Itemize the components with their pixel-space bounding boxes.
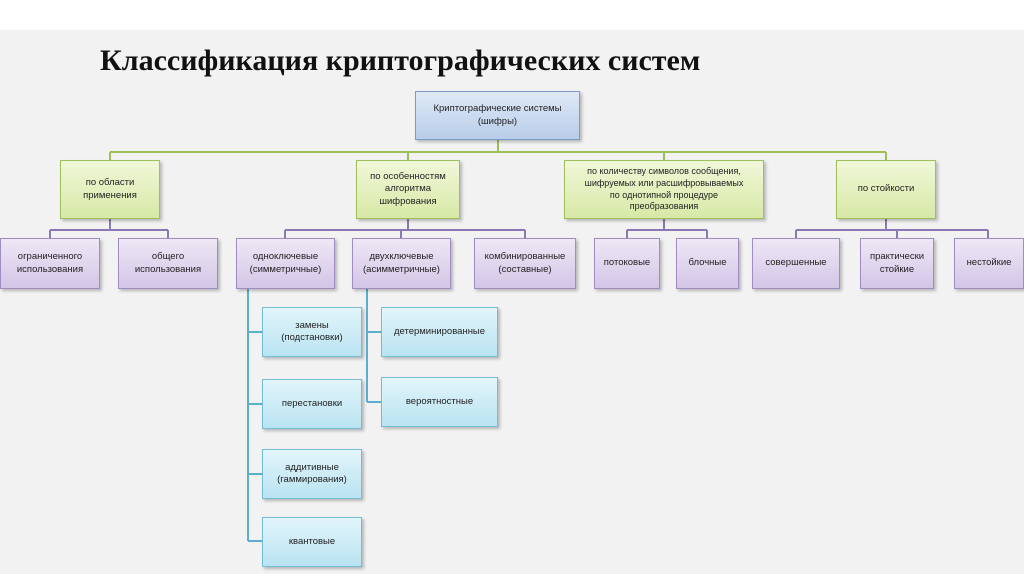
node-by-area: по области применения bbox=[60, 160, 160, 219]
node-general-use: общего использования bbox=[118, 238, 218, 289]
node-by-algorithm: по особенностям алгоритма шифрования bbox=[356, 160, 460, 219]
node-stream: потоковые bbox=[594, 238, 660, 289]
node-quantum: квантовые bbox=[262, 517, 362, 567]
node-symmetric: одноключевые (симметричные) bbox=[236, 238, 335, 289]
node-additive: аддитивные (гаммирования) bbox=[262, 449, 362, 499]
node-asymmetric: двухключевые (асимметричные) bbox=[352, 238, 451, 289]
node-permutation: перестановки bbox=[262, 379, 362, 429]
node-deterministic: детерминированные bbox=[381, 307, 498, 357]
slide-title: Классификация криптографических систем bbox=[100, 44, 701, 77]
node-perfect: совершенные bbox=[752, 238, 840, 289]
node-combined: комбинированные (составные) bbox=[474, 238, 576, 289]
node-practically-strong: практически стойкие bbox=[860, 238, 934, 289]
node-substitution: замены (подстановки) bbox=[262, 307, 362, 357]
node-by-strength: по стойкости bbox=[836, 160, 936, 219]
node-probabilistic: вероятностные bbox=[381, 377, 498, 427]
node-limited-use: ограниченного использования bbox=[0, 238, 100, 289]
node-unstable: нестойкие bbox=[954, 238, 1024, 289]
node-by-symbols: по количеству символов сообщения, шифруе… bbox=[564, 160, 764, 219]
root-node-cryptosystems: Криптографические системы (шифры) bbox=[415, 91, 580, 140]
node-block: блочные bbox=[676, 238, 739, 289]
